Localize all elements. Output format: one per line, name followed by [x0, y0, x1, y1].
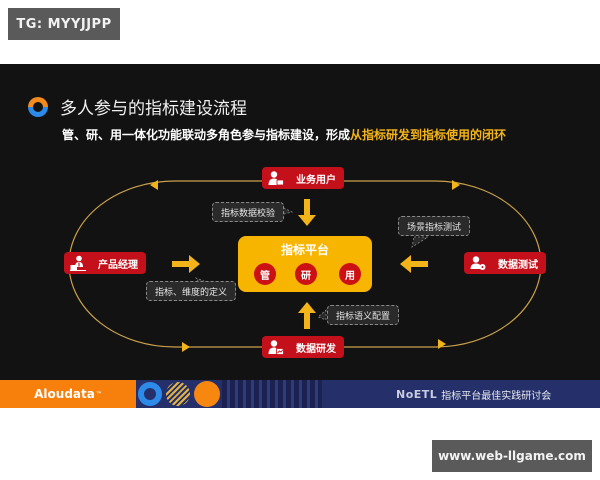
arrow-left-icon: [400, 255, 428, 273]
event-name: 指标平台最佳实践研讨会: [441, 390, 552, 402]
role-data-tester: 数据测试: [464, 252, 546, 274]
blue-ring-decoration-icon: [138, 382, 162, 406]
loop-arrow-top-right-icon: [452, 180, 460, 190]
role-data-developer: 数据研发: [262, 336, 344, 358]
role-label: 数据研发: [296, 343, 336, 355]
role-label: 业务用户: [296, 174, 336, 186]
role-label: 数据测试: [498, 259, 538, 271]
platform-title: 指标平台: [280, 243, 329, 257]
subtitle-prefix: 管、研、用一体化功能联动多角色参与指标建设，形成: [62, 128, 351, 142]
stripe-decoration: [222, 380, 322, 408]
slide-subtitle: 管、研、用一体化功能联动多角色参与指标建设，形成从指标研发到指标使用的闭环: [62, 126, 506, 143]
role-business-user: 业务用户: [262, 167, 344, 189]
slide: 多人参与的指标建设流程 管、研、用一体化功能联动多角色参与指标建设，形成从指标研…: [0, 64, 600, 408]
user-gear-icon: [470, 256, 486, 270]
role-label: 产品经理: [98, 259, 138, 271]
watermark-bottom: www.web-llgame.com: [432, 440, 592, 472]
callout-data-validation: 指标数据校验: [212, 202, 285, 222]
pill-develop: 研: [295, 263, 317, 285]
event-title: NoETL 指标平台最佳实践研讨会: [396, 380, 551, 408]
manager-laptop-icon: [70, 255, 86, 271]
arrow-down-icon: [298, 199, 316, 226]
striped-circle-decoration-icon: [166, 382, 190, 406]
loop-path: [68, 180, 542, 348]
callout-semantic-config: 指标语义配置: [327, 305, 400, 325]
loop-arrow-top-left-icon: [150, 180, 158, 190]
ring-logo-icon: [28, 96, 48, 117]
slide-title-row: 多人参与的指标建设流程: [28, 94, 247, 119]
loop-arrow-bottom-left-icon: [182, 342, 190, 352]
pill-use: 用: [339, 263, 361, 285]
role-product-manager: 产品经理: [64, 252, 146, 274]
brand-trademark: ™: [95, 390, 102, 398]
callout-metric-definition: 指标、维度的定义: [146, 281, 237, 301]
loop-diagram: [68, 180, 542, 352]
watermark-top: TG: MYYJJPP: [8, 8, 120, 40]
user-chart-icon: [268, 340, 284, 355]
slide-title: 多人参与的指标建设流程: [60, 99, 247, 119]
pill-manage: 管: [254, 263, 276, 285]
noetl-logo: NoETL: [396, 387, 438, 401]
metrics-platform: 指标平台 管 研 用: [238, 236, 372, 292]
subtitle-highlight: 从指标研发到指标使用的闭环: [350, 128, 507, 142]
arrow-right-icon: [172, 255, 200, 273]
loop-arrow-bottom-right-icon: [438, 339, 446, 349]
arrow-up-icon: [298, 302, 316, 329]
orange-circle-decoration-icon: [194, 381, 220, 407]
user-chat-icon: [268, 171, 284, 186]
brand-name: Aloudata: [34, 387, 95, 401]
callout-scenario-test: 场景指标测试: [398, 216, 471, 236]
